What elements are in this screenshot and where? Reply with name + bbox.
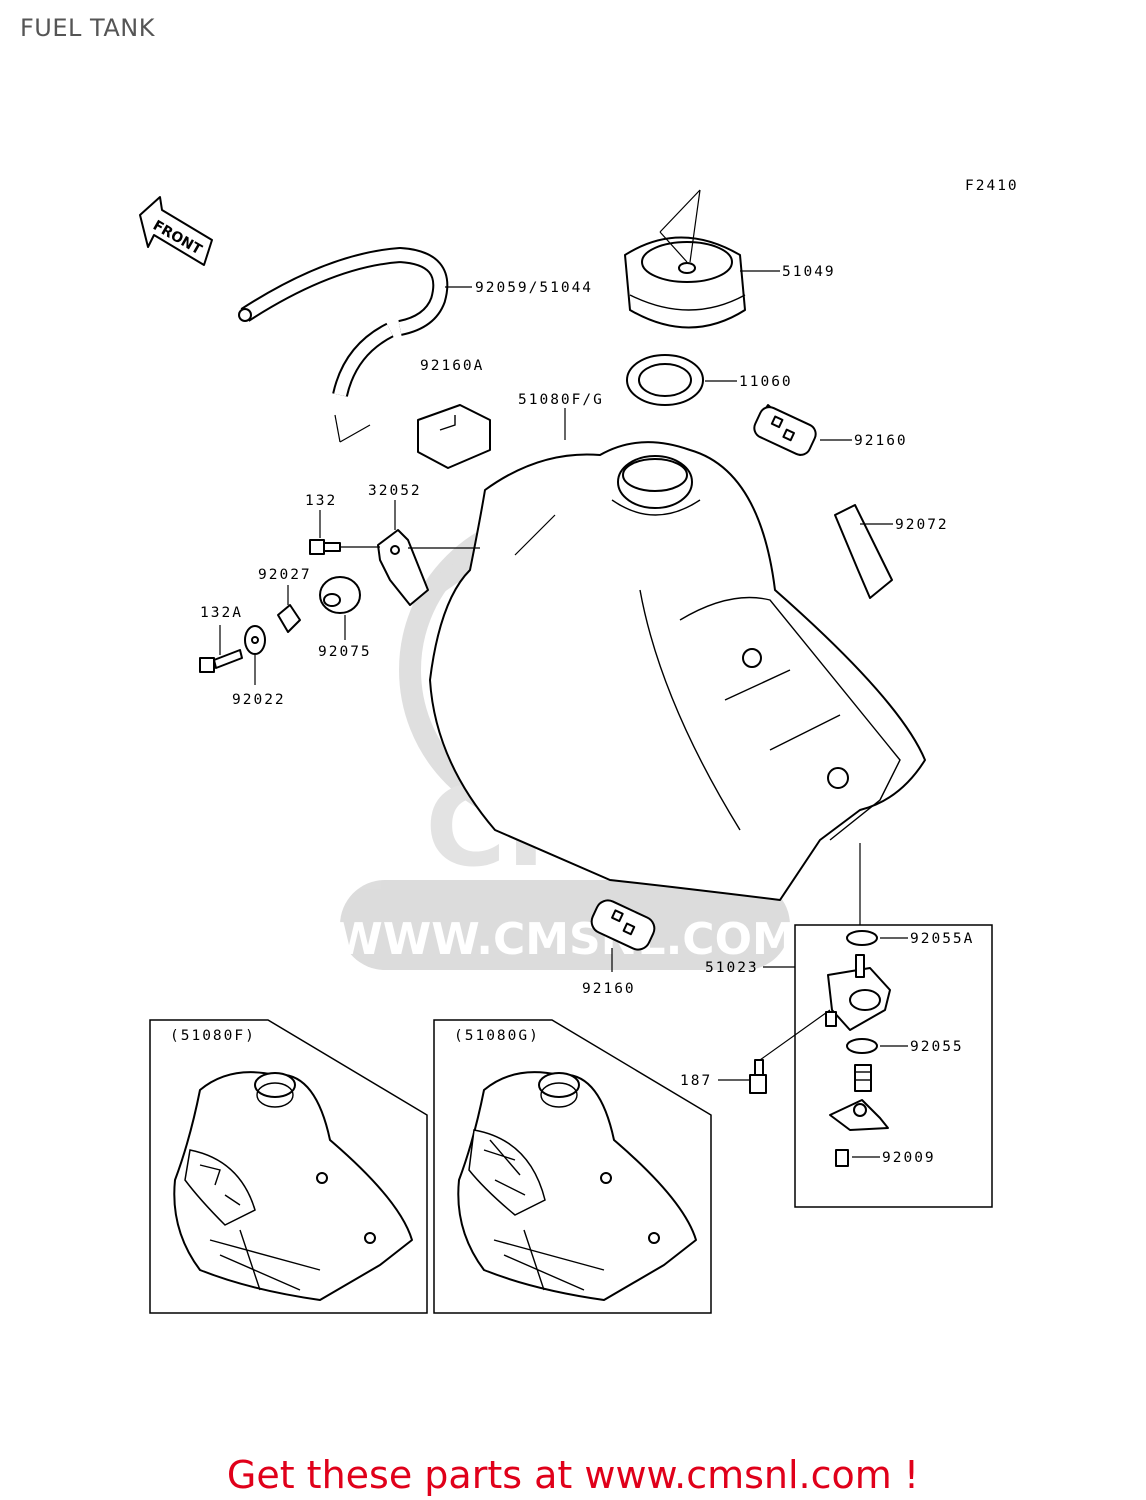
label-strap: 92072 — [895, 517, 949, 533]
variant-51080g: (51080G) — [433, 1019, 712, 1314]
bolt-132a — [199, 649, 243, 673]
variant-51080f: (51080F) — [149, 1019, 428, 1314]
parts-diagram: CMS WWW.CMSNL.COM F2410 FRONT 92059/5104… — [139, 178, 1019, 1314]
fuel-filter-top — [753, 404, 817, 456]
label-cap-sticker: 92160A — [420, 358, 484, 374]
cap-sticker — [417, 404, 491, 469]
watermark-url: WWW.CMSNL.COM — [334, 914, 796, 965]
label-screw: 92009 — [882, 1150, 936, 1166]
tank-strap — [834, 504, 893, 599]
fuel-cock — [825, 930, 891, 1167]
front-arrow-icon: FRONT — [139, 196, 213, 266]
label-tank: 51080F/G — [518, 392, 604, 408]
cap-gasket — [626, 354, 704, 406]
bolt-187 — [749, 1009, 831, 1094]
label-collar: 92027 — [258, 567, 312, 583]
figure-code: F2410 — [965, 178, 1019, 194]
label-bolt-132a: 132A — [200, 605, 243, 621]
variant-label-f: (51080F) — [170, 1028, 256, 1044]
fuel-tank — [429, 441, 926, 901]
label-gasket: 11060 — [739, 374, 793, 390]
label-damper: 92075 — [318, 644, 372, 660]
variant-label-g: (51080G) — [454, 1028, 540, 1044]
label-oring: 92055 — [910, 1039, 964, 1055]
fuel-cap — [624, 189, 746, 329]
label-cock: 51023 — [705, 960, 759, 976]
collar — [277, 604, 301, 633]
page-title: FUEL TANK — [20, 14, 155, 42]
rubber-damper — [319, 576, 361, 614]
breather-hose — [238, 246, 449, 443]
label-bracket: 32052 — [368, 483, 422, 499]
washer — [244, 625, 266, 655]
mounting-bracket — [377, 529, 480, 606]
label-washer: 92022 — [232, 692, 286, 708]
fuel-cock-box — [794, 924, 993, 1208]
label-filter-bottom: 92160 — [582, 981, 636, 997]
label-filter-top: 92160 — [854, 433, 908, 449]
bolt-132 — [309, 539, 380, 555]
label-cap: 51049 — [782, 264, 836, 280]
label-oring-a: 92055A — [910, 931, 974, 947]
label-hose: 92059/51044 — [475, 280, 593, 296]
label-bolt-132: 132 — [305, 493, 337, 509]
cta-link[interactable]: Get these parts at www.cmsnl.com ! — [226, 1453, 920, 1497]
label-bolt-187: 187 — [680, 1073, 712, 1089]
fuel-filter-bottom — [590, 899, 656, 951]
